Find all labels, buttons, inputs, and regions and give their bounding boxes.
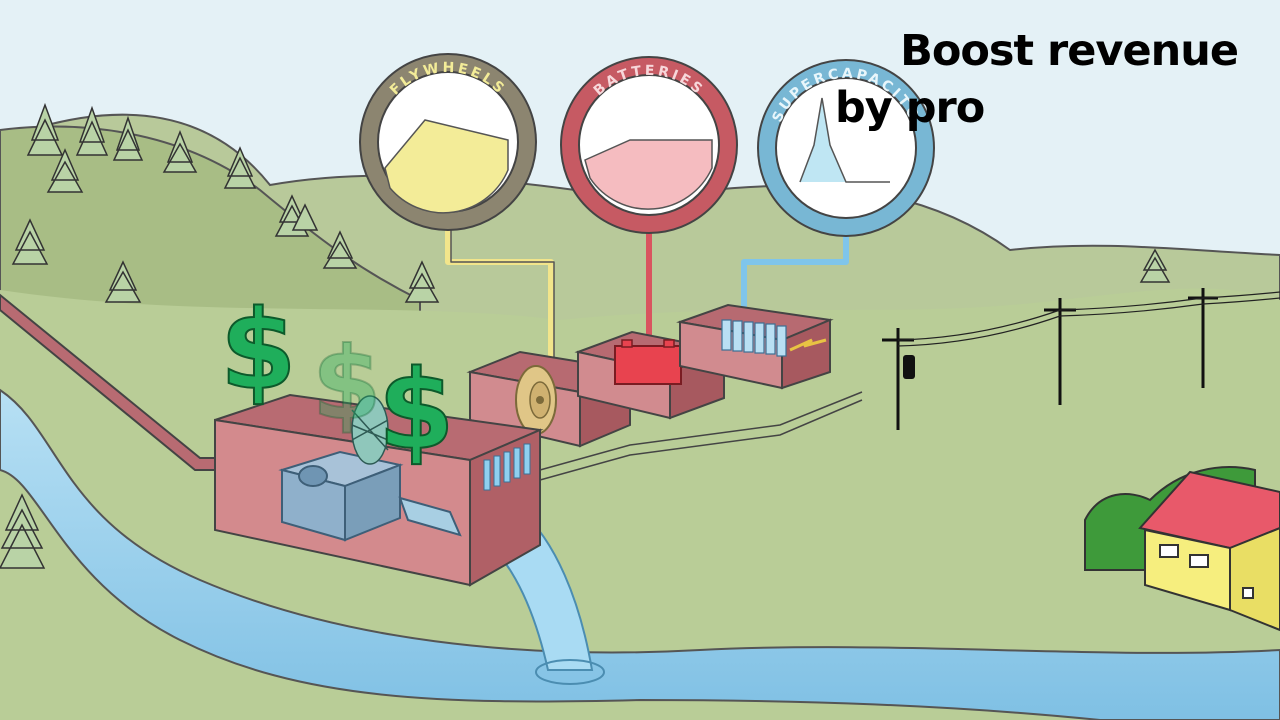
ground — [0, 288, 1280, 720]
gauge-flywheels — [359, 53, 537, 231]
power-lines — [897, 291, 1280, 347]
svg-text:$: $ — [312, 325, 382, 442]
flywheel-icon — [515, 365, 557, 435]
river — [0, 388, 1280, 720]
dollar-sign-icon: $ $ $ — [219, 285, 456, 475]
splash — [535, 659, 605, 685]
transformer — [903, 355, 915, 379]
powerhouse-windows — [483, 443, 531, 491]
turbine-icon — [351, 395, 389, 465]
svg-text:$: $ — [378, 346, 455, 474]
caption-line-2: by pro — [835, 83, 985, 133]
supercapacitor-cells-icon — [721, 319, 787, 357]
gauge-supercapacitors — [757, 59, 935, 237]
house-icon — [1084, 466, 1280, 632]
svg-text:$: $ — [220, 286, 297, 414]
draft-tube — [398, 496, 462, 537]
caption-line-1: Boost revenue — [900, 26, 1239, 76]
ground-cables — [539, 391, 863, 481]
lightning-icon — [789, 338, 827, 352]
gauge-cables — [445, 218, 849, 360]
gauge-batteries — [560, 56, 738, 234]
car-battery-icon — [614, 339, 682, 385]
pine-tree-icon — [0, 102, 1171, 569]
